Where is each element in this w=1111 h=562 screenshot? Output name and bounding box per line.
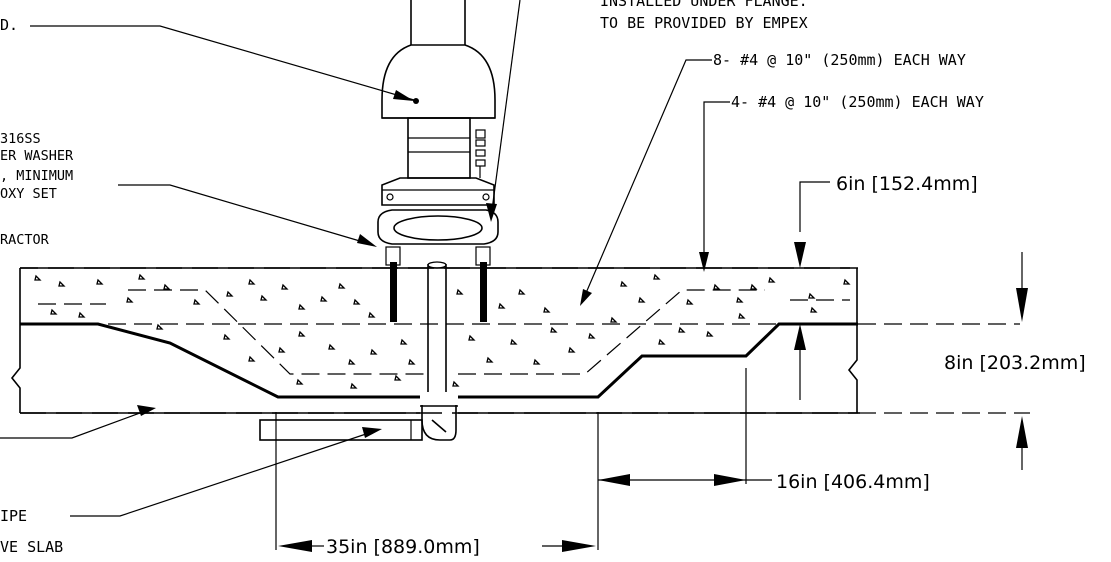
dimension-16in [597, 368, 772, 486]
note-anchor-line3: , MINIMUM [0, 168, 73, 184]
dashed-reference-lines [20, 267, 1030, 414]
note-anchor-line1: 316SS [0, 131, 41, 147]
annotation-text: D. INSTALLED UNDER FLANGE. TO BE PROVIDE… [0, 0, 1086, 558]
dim-label-16in: 16in [406.4mm] [776, 471, 930, 493]
pipe-stub [259, 261, 458, 441]
note-anchor-line2: ER WASHER [0, 148, 74, 164]
note-contractor: RACTOR [0, 232, 50, 248]
dim-label-6in: 6in [152.4mm] [836, 173, 978, 195]
note-pipe-line1: IPE [0, 507, 27, 525]
rebar-lines [30, 289, 860, 375]
note-rebar-top: 8- #4 @ 10" (250mm) EACH WAY [713, 51, 966, 69]
note-pipe-line2: VE SLAB [0, 538, 63, 556]
dim-label-35in: 35in [889.0mm] [326, 536, 480, 558]
concrete-aggregate [34, 273, 851, 389]
vent-assembly [377, 0, 499, 245]
note-flange-line2: TO BE PROVIDED BY EMPEX [600, 14, 808, 32]
leader-lines [0, 0, 730, 517]
note-top-left: D. [0, 16, 18, 34]
dimension-8in [1016, 252, 1028, 470]
dimension-35in [275, 412, 599, 552]
thickened-slab-profile [20, 322, 858, 399]
note-rebar-bottom: 4- #4 @ 10" (250mm) EACH WAY [731, 93, 984, 111]
note-anchor-line4: OXY SET [0, 186, 57, 202]
dimension-6in [794, 181, 830, 400]
dim-label-8in: 8in [203.2mm] [944, 352, 1086, 374]
anchor-bolts [385, 246, 491, 322]
note-flange-line1: INSTALLED UNDER FLANGE. [600, 0, 808, 10]
